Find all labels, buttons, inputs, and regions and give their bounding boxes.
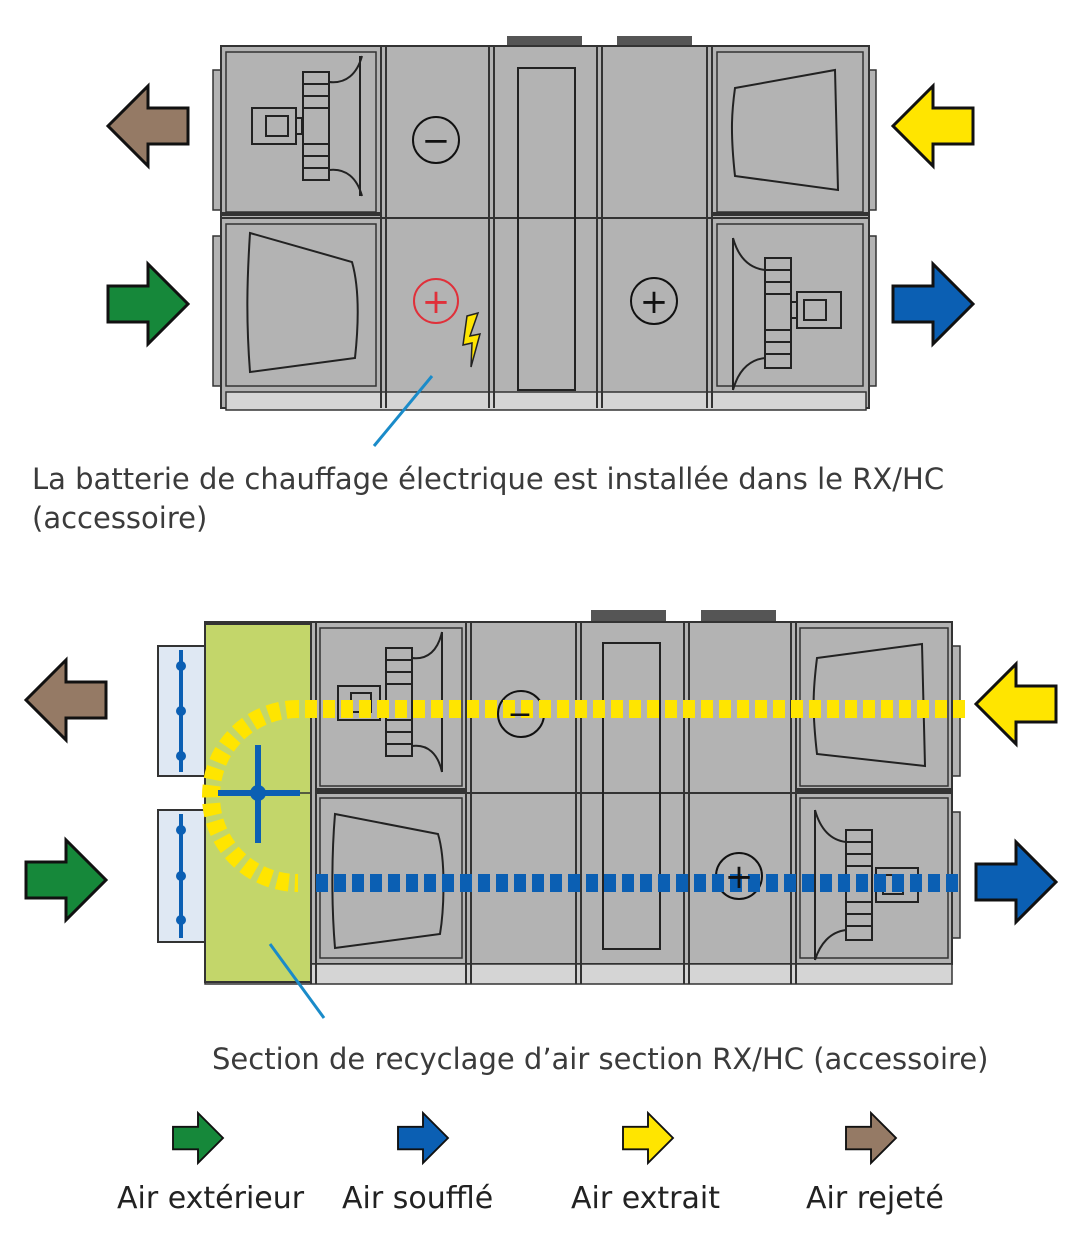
arrow-left-icon: [106, 84, 190, 168]
recirculation-airflow-path: [202, 700, 299, 892]
arrow-right-icon: [172, 1112, 224, 1164]
damper-icon: [218, 745, 300, 843]
legend-label-extract-air: Air extrait: [571, 1181, 720, 1216]
electric-heater-coil: [413, 278, 459, 324]
motor-icon: [796, 291, 842, 329]
damper-icon: [157, 809, 207, 943]
cooling-coil-minus: −: [507, 697, 532, 732]
electric-heater-plus: +: [422, 282, 451, 322]
filter-icon: [730, 68, 840, 192]
arrow-right-icon: [24, 838, 108, 922]
arrow-right-icon: [106, 262, 190, 346]
heat-exchanger-icon: [517, 67, 576, 391]
bottom-air-handling-unit: − +: [157, 610, 965, 985]
arrow-right-icon: [891, 262, 975, 346]
heat-exchanger-icon: [602, 642, 661, 950]
fan-icon: [732, 237, 842, 391]
heating-coil-plus: +: [640, 282, 669, 322]
recirculation-caption: Section de recyclage d’air section RX/HC…: [212, 1042, 989, 1076]
duct-flange: [701, 610, 776, 622]
duct-flange: [591, 610, 666, 622]
unit-base: [204, 963, 953, 985]
top-air-handling-unit: − + +: [212, 36, 877, 411]
leader-line: [268, 943, 326, 1019]
legend-label-supply-air: Air soufflé: [342, 1181, 494, 1216]
arrow-left-icon: [24, 658, 108, 742]
filter-icon: [246, 231, 359, 374]
heating-coil-plus: +: [725, 857, 754, 897]
damper-icon: [157, 645, 207, 777]
arrow-right-icon: [397, 1112, 449, 1164]
arrow-right-icon: [974, 840, 1058, 924]
caption-line: La batterie de chauffage électrique est …: [32, 462, 945, 496]
unit-base: [225, 391, 867, 411]
fan-icon: [251, 55, 363, 197]
filter-icon: [331, 812, 445, 950]
electric-heater-caption: La batterie de chauffage électrique est …: [32, 460, 944, 538]
arrow-right-icon: [845, 1112, 897, 1164]
caption-line: (accessoire): [32, 501, 208, 535]
fan-icon: [814, 809, 919, 961]
arrow-left-icon: [974, 662, 1058, 746]
lightning-icon: [462, 311, 482, 368]
cooling-coil-minus: −: [422, 121, 451, 161]
arrow-right-icon: [622, 1112, 674, 1164]
legend-label-outdoor-air: Air extérieur: [117, 1181, 305, 1216]
legend-label-exhaust-air: Air rejeté: [806, 1181, 944, 1216]
arrow-left-icon: [891, 84, 975, 168]
leader-line: [372, 375, 434, 447]
